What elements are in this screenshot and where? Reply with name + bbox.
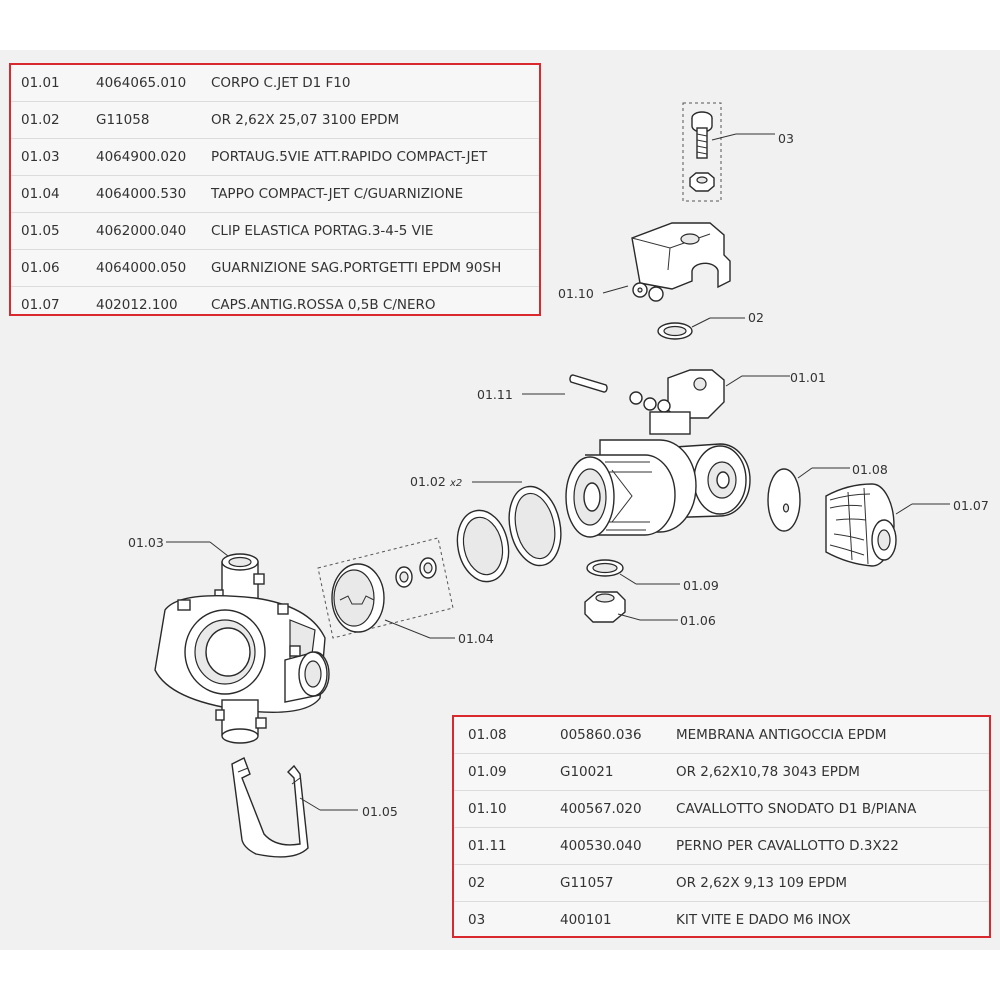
- part-0110-clamp: [602, 222, 731, 302]
- callout-0108: 01.08: [852, 462, 888, 477]
- part-0111-pin: [522, 374, 608, 395]
- callout-03: 03: [778, 131, 794, 146]
- part-description: OR 2,62X 25,07 3100 EPDM: [211, 112, 400, 128]
- part-0109-oring: [586, 559, 680, 585]
- table-row: 01.08 005860.036 MEMBRANA ANTIGOCCIA EPD…: [454, 717, 989, 754]
- table-row: 01.06 4064000.050 GUARNIZIONE SAG.PORTGE…: [11, 250, 539, 287]
- part-number: 4064000.050: [96, 260, 187, 276]
- parts-table-right: 01.08 005860.036 MEMBRANA ANTIGOCCIA EPD…: [452, 715, 991, 938]
- part-code: 01.08: [468, 727, 507, 743]
- table-row: 01.11 400530.040 PERNO PER CAVALLOTTO D.…: [454, 828, 989, 865]
- part-0102-orings: [456, 481, 562, 583]
- part-description: CAPS.ANTIG.ROSSA 0,5B C/NERO: [211, 297, 436, 313]
- part-code: 01.01: [21, 75, 60, 91]
- part-description: GUARNIZIONE SAG.PORTGETTI EPDM 90SH: [211, 260, 502, 276]
- part-number: 4062000.040: [96, 223, 187, 239]
- part-0101-body: [565, 369, 790, 538]
- part-description: OR 2,62X10,78 3043 EPDM: [676, 764, 860, 780]
- part-number: G11057: [560, 875, 614, 891]
- table-row: 01.03 4064900.020 PORTAUG.5VIE ATT.RAPID…: [11, 139, 539, 176]
- part-code: 01.05: [21, 223, 60, 239]
- part-code: 01.07: [21, 297, 60, 313]
- part-code: 01.11: [468, 838, 507, 854]
- part-code: 01.03: [21, 149, 60, 165]
- part-description: KIT VITE E DADO M6 INOX: [676, 912, 851, 928]
- part-description: PORTAUG.5VIE ATT.RAPIDO COMPACT-JET: [211, 149, 488, 165]
- table-row: 01.09 G10021 OR 2,62X10,78 3043 EPDM: [454, 754, 989, 791]
- part-0103-holder: [154, 541, 330, 744]
- part-description: TAPPO COMPACT-JET C/GUARNIZIONE: [211, 186, 464, 202]
- part-number: 400567.020: [560, 801, 642, 817]
- callout-0111: 01.11: [477, 387, 513, 402]
- part-0106-gasket: [584, 591, 678, 623]
- part-code: 01.10: [468, 801, 507, 817]
- part-03-screw-nut: [682, 102, 775, 202]
- table-row: 01.10 400567.020 CAVALLOTTO SNODATO D1 B…: [454, 791, 989, 828]
- table-row: 01.04 4064000.530 TAPPO COMPACT-JET C/GU…: [11, 176, 539, 213]
- part-0104-plug: [317, 537, 455, 639]
- callout-0104: 01.04: [458, 631, 494, 646]
- part-description: OR 2,62X 9,13 109 EPDM: [676, 875, 848, 891]
- part-number: 005860.036: [560, 727, 642, 743]
- part-number: G11058: [96, 112, 150, 128]
- part-number: G10021: [560, 764, 614, 780]
- callout-02: 02: [748, 310, 764, 325]
- callout-0109: 01.09: [683, 578, 719, 593]
- part-number: 400101: [560, 912, 612, 928]
- part-description: CORPO C.JET D1 F10: [211, 75, 351, 91]
- part-description: CLIP ELASTICA PORTAG.3-4-5 VIE: [211, 223, 434, 239]
- table-row: 01.07 402012.100 CAPS.ANTIG.ROSSA 0,5B C…: [11, 287, 539, 323]
- callout-0110: 01.10: [558, 286, 594, 301]
- callout-0105: 01.05: [362, 804, 398, 819]
- callout-0103: 01.03: [128, 535, 164, 550]
- part-code: 01.04: [21, 186, 60, 202]
- callout-0102: 01.02: [410, 474, 446, 489]
- part-number: 4064900.020: [96, 149, 187, 165]
- callout-0106: 01.06: [680, 613, 716, 628]
- table-row: 01.02 G11058 OR 2,62X 25,07 3100 EPDM: [11, 102, 539, 139]
- part-number: 400530.040: [560, 838, 642, 854]
- table-row: 01.01 4064065.010 CORPO C.JET D1 F10: [11, 65, 539, 102]
- table-row: 01.05 4062000.040 CLIP ELASTICA PORTAG.3…: [11, 213, 539, 250]
- part-number: 4064065.010: [96, 75, 187, 91]
- callout-0107: 01.07: [953, 498, 989, 513]
- part-0108-membrane: [767, 467, 850, 532]
- part-description: CAVALLOTTO SNODATO D1 B/PIANA: [676, 801, 917, 817]
- part-code: 02: [468, 875, 486, 891]
- part-number: 402012.100: [96, 297, 178, 313]
- part-code: 03: [468, 912, 486, 928]
- part-number: 4064000.530: [96, 186, 187, 202]
- part-description: MEMBRANA ANTIGOCCIA EPDM: [676, 727, 887, 743]
- part-code: 01.09: [468, 764, 507, 780]
- part-02-oring: [657, 317, 745, 340]
- callout-0101: 01.01: [790, 370, 826, 385]
- parts-table-left: 01.01 4064065.010 CORPO C.JET D1 F10 01.…: [9, 63, 541, 316]
- part-code: 01.06: [21, 260, 60, 276]
- part-description: PERNO PER CAVALLOTTO D.3X22: [676, 838, 899, 854]
- part-0105-clip: [231, 757, 358, 858]
- callout-0102-qty: x2: [449, 478, 462, 489]
- part-code: 01.02: [21, 112, 60, 128]
- part-0107-cap: [825, 483, 950, 567]
- table-row: 03 400101 KIT VITE E DADO M6 INOX: [454, 902, 989, 938]
- table-row: 02 G11057 OR 2,62X 9,13 109 EPDM: [454, 865, 989, 902]
